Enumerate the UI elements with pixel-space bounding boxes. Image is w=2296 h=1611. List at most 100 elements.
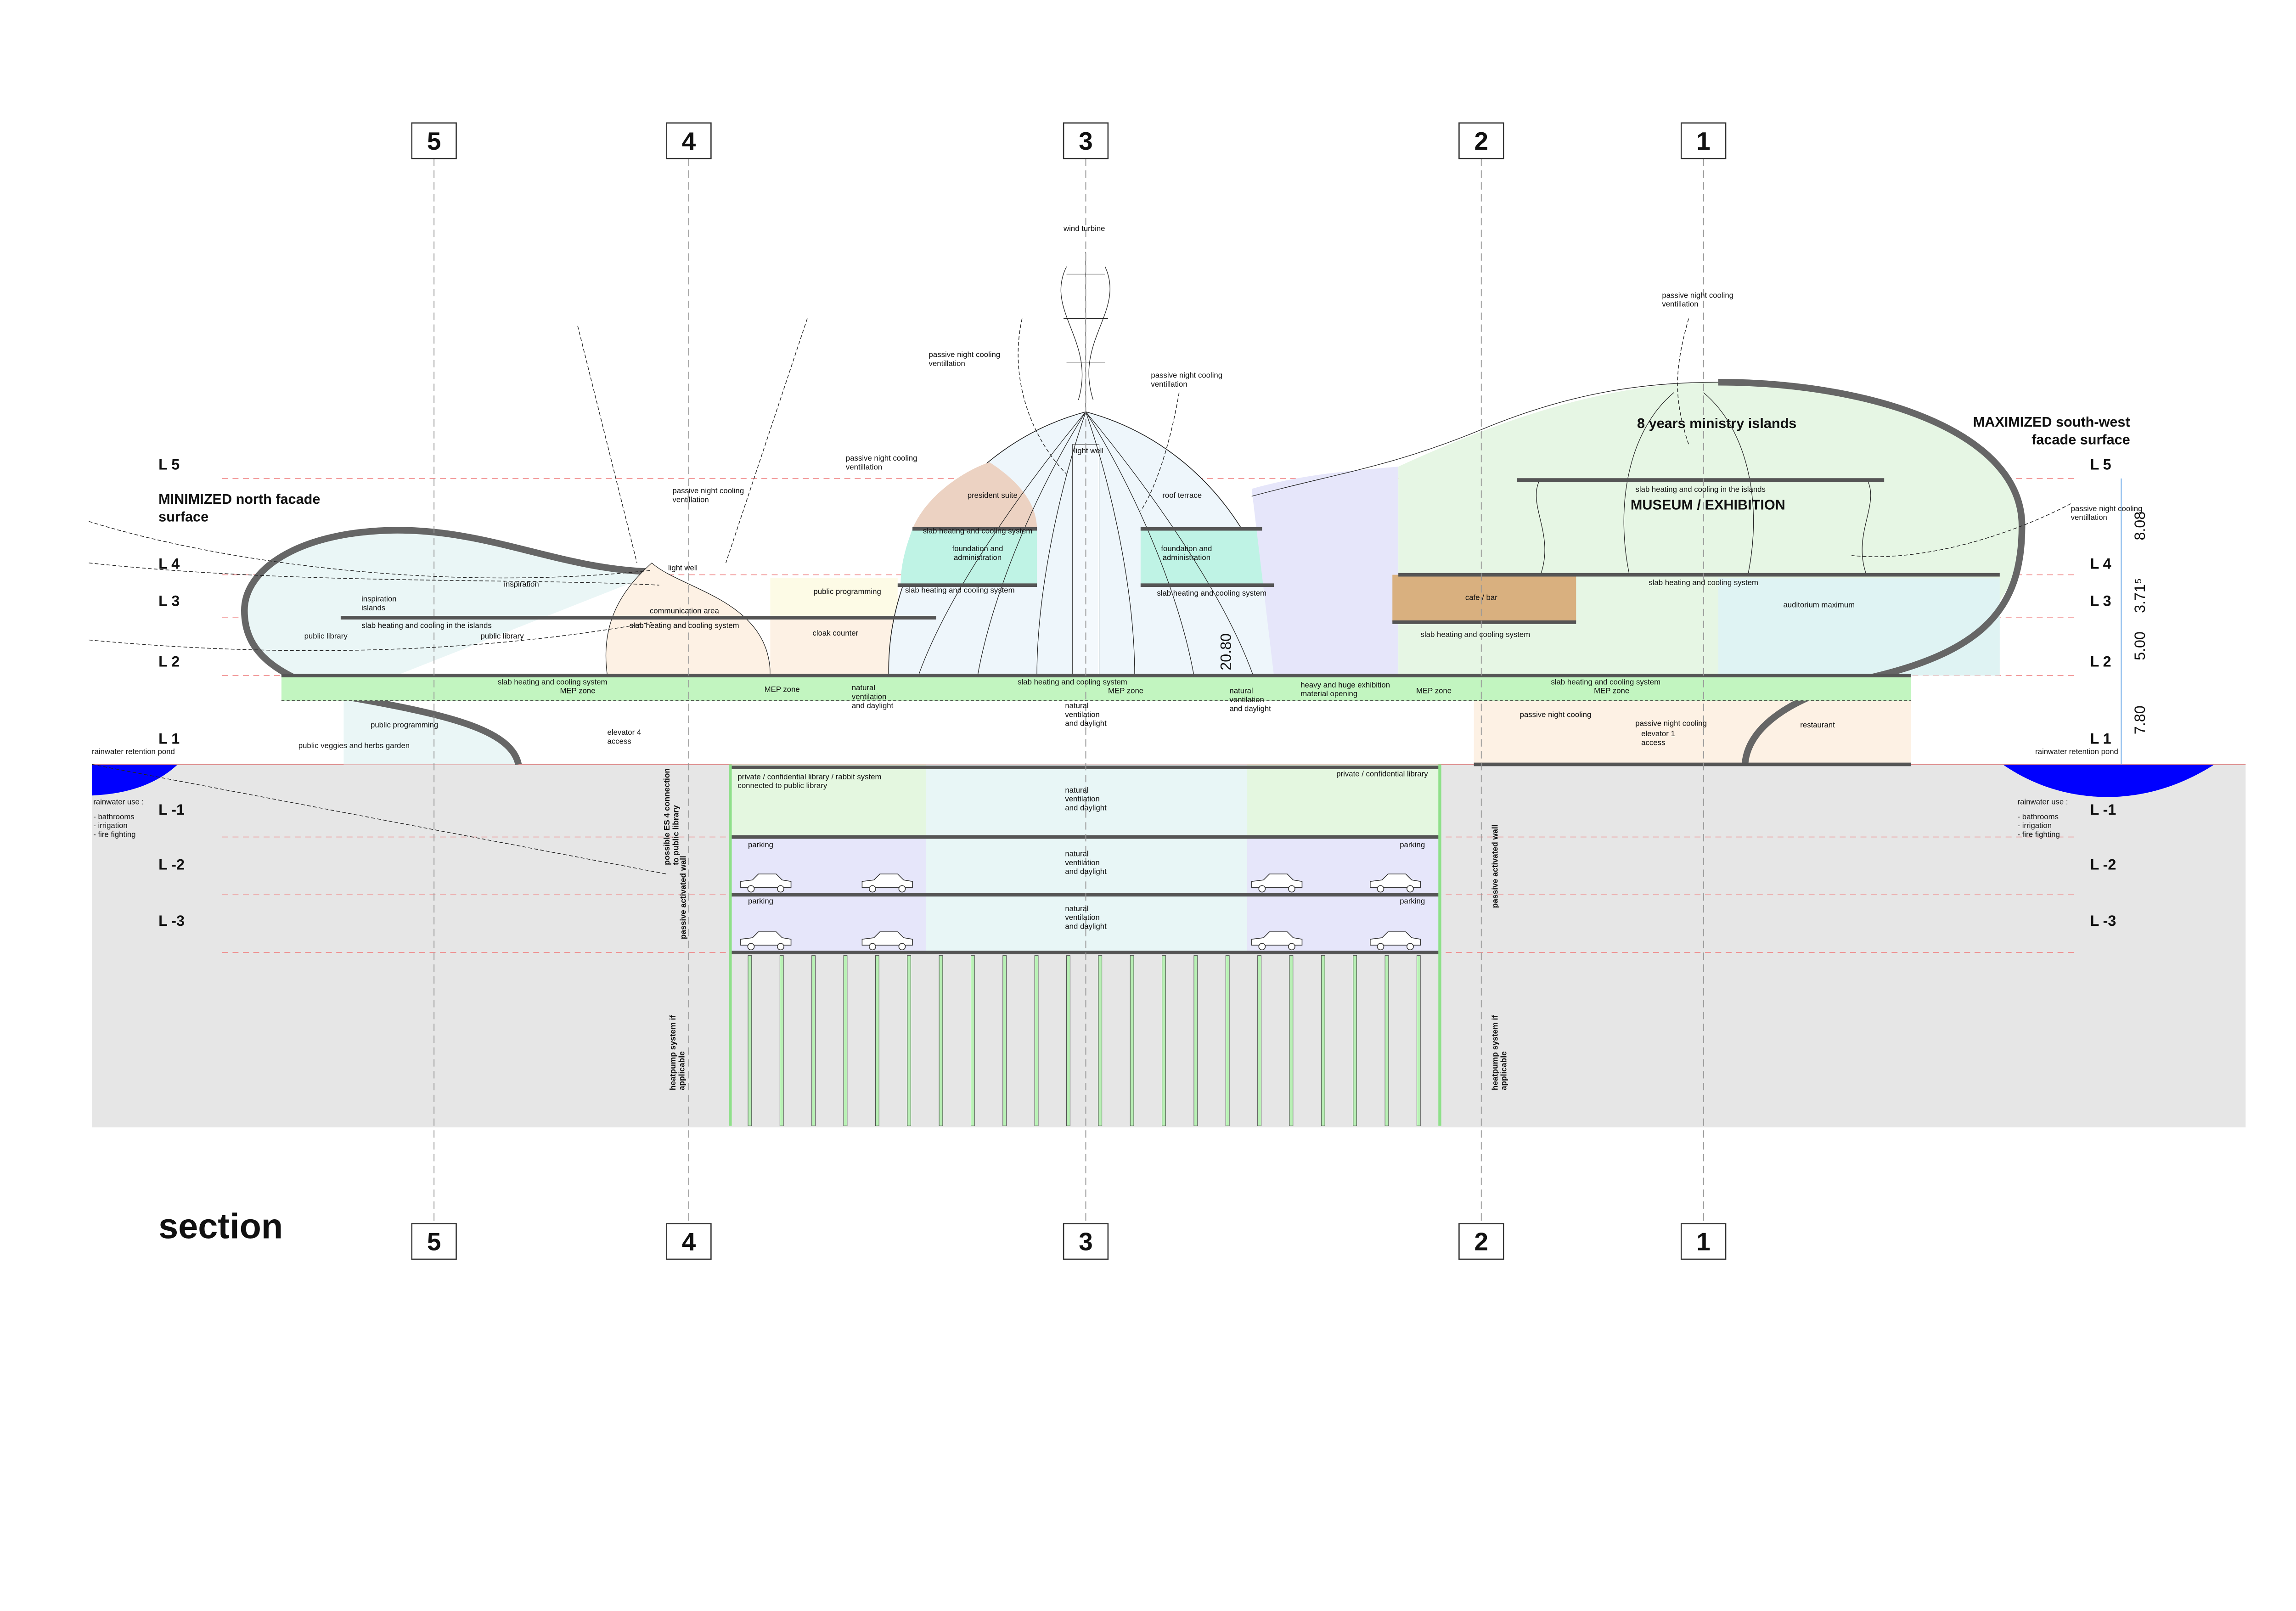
label: slab heating and cooling system <box>1018 677 1127 686</box>
grid-axis-label: 5 <box>427 127 441 155</box>
car-icon <box>1251 931 1303 951</box>
label: private / confidential library / rabbit … <box>737 772 881 790</box>
mep-zone-band <box>281 675 1911 701</box>
foundation-pile <box>1225 955 1230 1127</box>
foundation-pile <box>843 955 848 1127</box>
level-labels-right: L 5 L 4 L 3 L 2 L 1 L -1 L -2 L -3 <box>2090 456 2116 929</box>
level-label: L 5 <box>158 456 180 473</box>
level-label: L 1 <box>2090 730 2111 747</box>
label: auditorium maximum <box>1783 601 1855 609</box>
label: slab heating and cooling system <box>1157 589 1266 597</box>
foundation-pile <box>875 955 879 1127</box>
label: rainwater use :- bathrooms- irrigation- … <box>2018 798 2068 839</box>
foundation-pile <box>1034 955 1039 1127</box>
dimension: 5.00 <box>2132 631 2148 660</box>
level-label: L -1 <box>2090 801 2116 818</box>
grid-axis-label: 4 <box>682 1228 696 1256</box>
car-icon <box>740 931 792 951</box>
car-icon <box>861 873 913 893</box>
dimension-chain: 8.08 3.71⁵ 5.00 7.80 20.80 <box>1218 478 2148 765</box>
label: passive activated wall <box>1490 825 1499 908</box>
label: private / confidential library <box>1336 769 1428 778</box>
label: parking <box>1400 897 1425 906</box>
museum-heading: MUSEUM / EXHIBITION <box>1631 497 1785 513</box>
car-icon <box>740 873 792 893</box>
grid-axis-marker: 5 <box>411 122 457 159</box>
label: heatpump system ifapplicable <box>1490 1015 1508 1091</box>
dimension: 3.71⁵ <box>2132 578 2148 613</box>
label: public veggies and herbs garden <box>298 741 410 750</box>
grid-axis-label: 4 <box>682 127 696 155</box>
label: parking <box>748 897 773 906</box>
label: public programming <box>371 721 438 729</box>
label: wind turbine <box>1063 224 1105 233</box>
label: MEP zone <box>560 687 596 695</box>
label: heatpump system ifapplicable <box>668 1015 686 1091</box>
label: passive night cooling <box>1635 719 1707 728</box>
grid-axis-label: 2 <box>1474 1228 1489 1256</box>
label: slab heating and cooling system <box>1649 578 1758 587</box>
label: parking <box>748 840 773 849</box>
auditorium-zone <box>1718 578 2000 676</box>
label: public library <box>304 631 348 640</box>
car-icon <box>1370 873 1421 893</box>
level-label: L -2 <box>158 856 185 873</box>
level-label: L 1 <box>158 730 180 747</box>
grid-axis-label: 1 <box>1696 1228 1711 1256</box>
label: light well <box>668 563 698 572</box>
grid-axis-label: 3 <box>1079 1228 1093 1256</box>
foundation-pile <box>1321 955 1325 1127</box>
label: public programming <box>814 587 881 596</box>
label: slab heating and cooling in the islands <box>1636 485 1766 494</box>
level-label: L 3 <box>2090 592 2111 609</box>
foundation-pile <box>1002 955 1007 1127</box>
level-label: L -1 <box>158 801 185 818</box>
rainwater-pond-right <box>2003 764 2215 797</box>
restaurant-zone <box>1474 700 1911 765</box>
foundation-pile <box>939 955 943 1127</box>
label: MEP zone <box>765 685 800 693</box>
label: passive night cooling <box>1520 710 1592 719</box>
label: president suite <box>968 491 1018 500</box>
grid-axis-marker: 3 <box>1063 1223 1109 1260</box>
grid-axis-marker: 1 <box>1680 1223 1727 1260</box>
grid-axis-marker: 1 <box>1680 122 1727 159</box>
level-label: L 3 <box>158 592 180 609</box>
grid-axis-marker: 4 <box>666 122 712 159</box>
foundation-pile <box>1193 955 1198 1127</box>
level-label: L 2 <box>158 653 180 670</box>
label: MEP zone <box>1108 687 1143 695</box>
grid-axis-label: 1 <box>1696 127 1711 155</box>
foundation-pile <box>1066 955 1070 1127</box>
label: cafe / bar <box>1465 593 1497 602</box>
label: possible ES 4 connectionto public librar… <box>662 768 680 865</box>
label: light well <box>1074 446 1103 455</box>
level-label: L 2 <box>2090 653 2111 670</box>
south-west-shell <box>1718 378 2026 765</box>
label: cloak counter <box>812 629 858 637</box>
label: slab heating and cooling system <box>1421 630 1531 639</box>
grid-axis-marker: 5 <box>411 1223 457 1260</box>
label: public library <box>480 631 524 640</box>
level-label: L 5 <box>2090 456 2111 473</box>
label: passive activated wall <box>679 856 688 939</box>
foundation-pile <box>971 955 975 1127</box>
label: slab heating and cooling system <box>498 677 608 686</box>
grid-axis-marker: 2 <box>1458 1223 1504 1260</box>
dimension: 7.80 <box>2132 705 2148 734</box>
cafe-bar-zone <box>1392 575 1576 622</box>
label: slab heating and cooling system <box>630 621 739 630</box>
label: communication area <box>650 606 720 615</box>
